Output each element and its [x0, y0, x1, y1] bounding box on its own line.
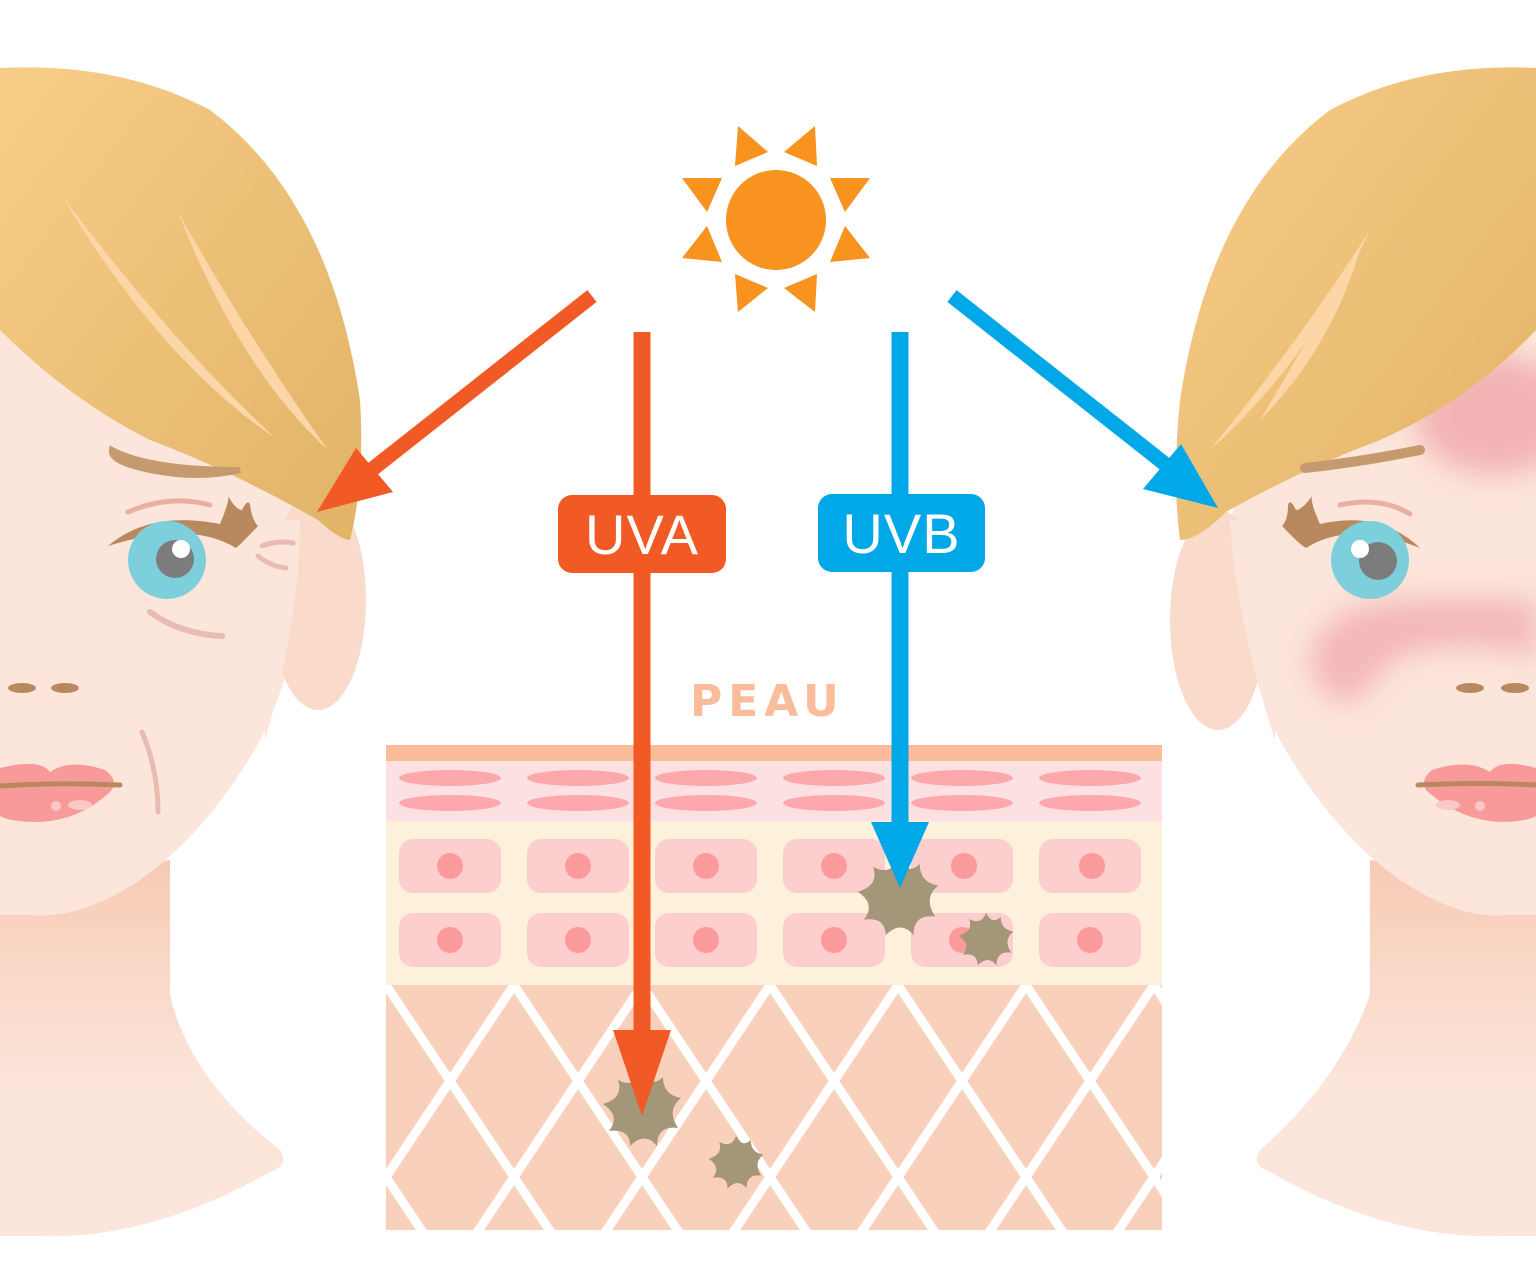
basal-epidermis [386, 821, 1162, 985]
left-eyebrow [109, 445, 241, 478]
keratinocyte-cells [399, 839, 1141, 967]
right-face-sunburned [1170, 67, 1536, 1237]
uvb-arrow-to-face-icon [947, 290, 1175, 474]
right-nostril [1456, 683, 1484, 693]
skin-label: PEAU [690, 676, 845, 727]
skin-cross-section [386, 745, 1162, 1230]
smile-line-wrinkle [139, 729, 161, 815]
right-eyebrow [1300, 445, 1425, 473]
under-eye-wrinkle [147, 609, 225, 639]
cheek-nose-redness [1310, 600, 1536, 702]
uva-arrows [317, 290, 671, 1116]
crow-feet-wrinkle [259, 539, 296, 549]
collagen-lattice [386, 985, 1162, 1230]
uva-label: UVA [558, 495, 726, 573]
right-hair [1176, 67, 1536, 540]
left-face-aged [0, 67, 366, 1237]
uva-arrow-to-face-icon [360, 290, 597, 481]
uvb-label: UVB [818, 494, 985, 572]
left-hair [0, 67, 362, 540]
uvb-arrows [871, 290, 1218, 888]
left-neck [0, 860, 284, 1237]
sun-icon [682, 126, 870, 312]
flattened-cells [399, 770, 1141, 811]
stratum-corneum [386, 745, 1162, 761]
upper-epidermis [386, 761, 1162, 821]
right-neck [1256, 860, 1536, 1237]
left-nostril [8, 683, 36, 693]
